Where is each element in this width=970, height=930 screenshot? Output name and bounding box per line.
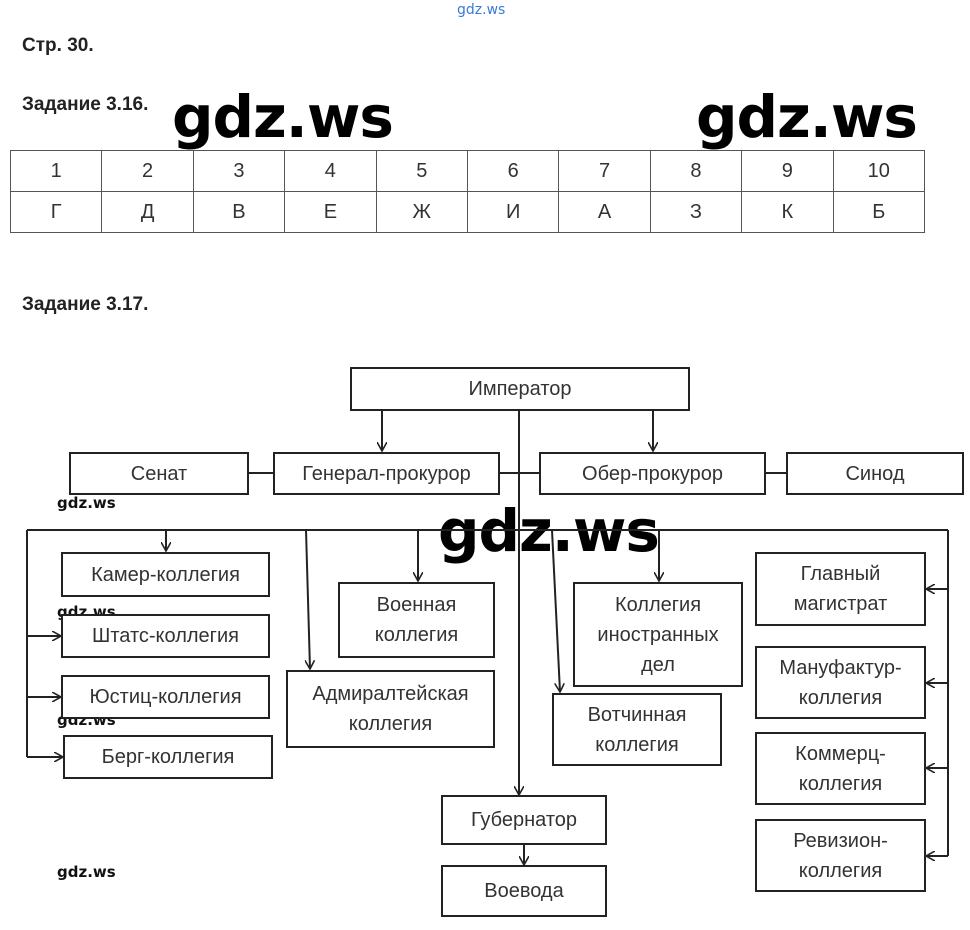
node-senate: Сенат — [69, 452, 249, 495]
letter-cell: К — [741, 191, 834, 233]
number-cell: 5 — [375, 150, 468, 192]
number-cell: 10 — [832, 150, 926, 192]
watermark-top: gdz.ws — [457, 2, 506, 18]
letter-cell: Г — [9, 191, 103, 233]
number-cell: 4 — [284, 150, 377, 192]
node-military-collegium: Военная коллегия — [338, 582, 495, 658]
task-316-title: Задание 3.16. — [22, 94, 149, 115]
letter-cell: И — [466, 191, 560, 233]
node-manufaktur-collegium: Мануфактур-коллегия — [755, 646, 926, 719]
letter-cell: А — [558, 191, 651, 233]
watermark-large-right: gdz.ws — [696, 83, 918, 151]
node-ober-prosecutor: Обер-прокурор — [539, 452, 766, 495]
letter-cell: В — [192, 191, 286, 233]
letter-cell: Д — [101, 191, 194, 233]
number-cell: 2 — [101, 150, 194, 192]
node-voevoda: Воевода — [441, 865, 607, 917]
node-emperor: Император — [350, 367, 690, 411]
node-synod: Синод — [786, 452, 964, 495]
node-berg-collegium: Берг-коллегия — [63, 735, 273, 779]
answer-numbers-row: 1 2 3 4 5 6 7 8 9 10 — [9, 150, 926, 192]
letter-cell: З — [649, 191, 743, 233]
watermark-small: gdz.ws — [57, 494, 116, 512]
node-votchinnaya-collegium: Вотчинная коллегия — [552, 693, 722, 766]
page-label: Стр. 30. — [22, 35, 94, 56]
number-cell: 6 — [466, 150, 560, 192]
node-general-prosecutor: Генерал-прокурор — [273, 452, 500, 495]
node-admiralty-collegium: Адмиралтейская коллегия — [286, 670, 495, 748]
node-revizion-collegium: Ревизион-коллегия — [755, 819, 926, 892]
watermark-small: gdz.ws — [57, 863, 116, 881]
node-foreign-affairs-collegium: Коллегия иностранных дел — [573, 582, 743, 687]
node-kommerts-collegium: Коммерц-коллегия — [755, 732, 926, 805]
node-governor: Губернатор — [441, 795, 607, 845]
node-chief-magistrate: Главный магистрат — [755, 552, 926, 626]
number-cell: 7 — [558, 150, 651, 192]
node-kamer-collegium: Камер-коллегия — [61, 552, 270, 597]
number-cell: 8 — [649, 150, 743, 192]
task-317-title: Задание 3.17. — [22, 294, 149, 315]
letter-cell: Ж — [375, 191, 468, 233]
answer-letters-row: Г Д В Е Ж И А З К Б — [9, 191, 926, 233]
letter-cell: Б — [832, 191, 926, 233]
answer-table: 1 2 3 4 5 6 7 8 9 10 Г Д В Е Ж И А З К Б — [9, 150, 926, 233]
node-shtats-collegium: Штатс-коллегия — [61, 614, 270, 658]
node-justits-collegium: Юстиц-коллегия — [61, 675, 270, 719]
watermark-large-left: gdz.ws — [172, 83, 394, 151]
